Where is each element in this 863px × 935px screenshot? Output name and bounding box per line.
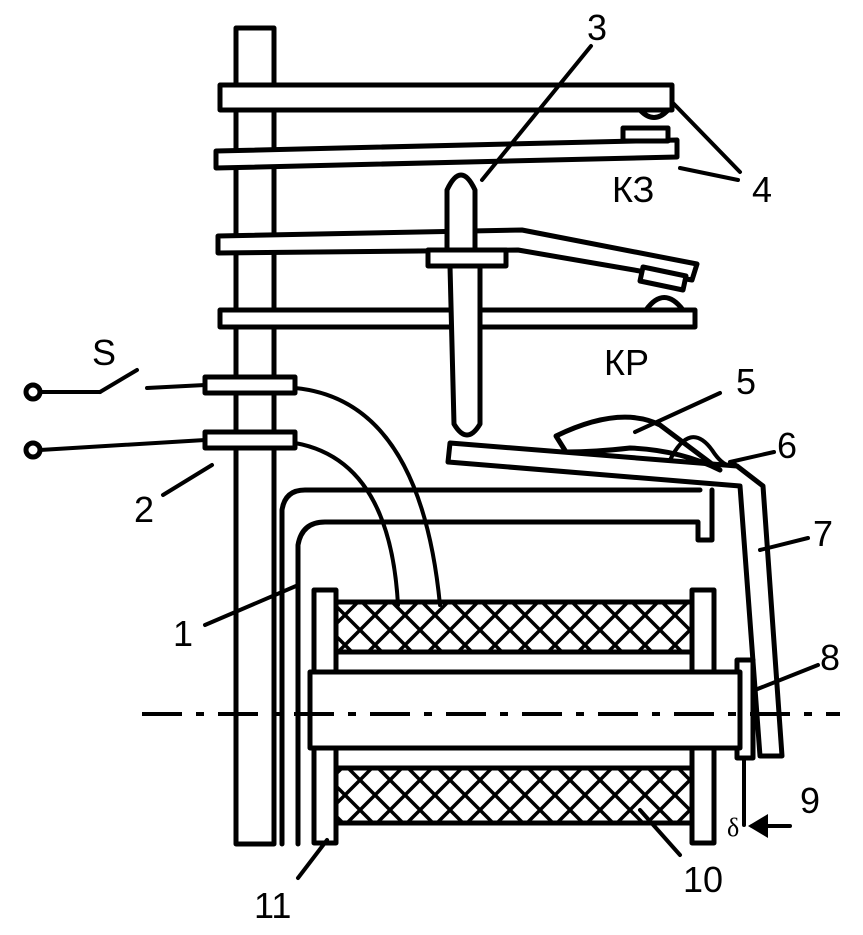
label-8: 8: [820, 637, 840, 678]
leader-7: [758, 536, 810, 552]
kz-contact-pad: [620, 125, 671, 144]
switch-s: [23, 368, 207, 460]
kr-contact-pad: [637, 264, 689, 293]
label-11: 11: [254, 885, 291, 926]
label-kr: КР: [604, 342, 649, 383]
switch-blade: [98, 368, 139, 394]
supply-terminal-upper: [23, 382, 43, 402]
label-6: 6: [777, 425, 797, 466]
label-kz: КЗ: [612, 169, 654, 210]
label-s: S: [92, 332, 116, 373]
pusher-rod: [425, 172, 509, 438]
spring-5: [553, 414, 723, 473]
yoke-inner: [295, 487, 715, 847]
lower-sleeve: [333, 745, 695, 771]
upper-fixed-spring: [217, 82, 675, 113]
label-3: 3: [587, 7, 607, 48]
label-5: 5: [736, 361, 756, 402]
leader-5: [633, 391, 722, 434]
upper-contact-dome: [637, 107, 671, 120]
gap-arrow: [748, 814, 792, 838]
core: [307, 669, 743, 751]
lower-winding: [333, 765, 695, 826]
supply-terminal-lower: [23, 440, 43, 460]
leader-8: [753, 663, 820, 692]
armature: [445, 440, 785, 759]
label-9: 9: [800, 780, 820, 821]
leader-3: [480, 44, 593, 182]
kr-moving-spring: [215, 227, 700, 283]
upper-winding: [333, 599, 695, 655]
leader-6: [728, 450, 776, 464]
leader-2: [161, 463, 214, 497]
leader-1: [203, 584, 298, 627]
spring-loop-6: [668, 435, 737, 468]
coil: [307, 587, 743, 846]
terminal-lower: [202, 429, 298, 451]
label-delta: δ: [727, 813, 739, 842]
contact-springs: [213, 82, 700, 330]
coil-lead-upper: [293, 386, 442, 607]
yoke-outer: [279, 487, 703, 847]
armature-plate: [445, 440, 785, 759]
leader-4b: [678, 166, 740, 182]
label-2: 2: [134, 489, 154, 530]
label-1: 1: [173, 613, 193, 654]
coil-lead-lower: [293, 441, 400, 607]
leader-10: [638, 808, 682, 857]
label-4: 4: [752, 169, 772, 210]
leader-lines: [161, 44, 820, 880]
pusher-upper: [444, 172, 478, 258]
label-7: 7: [813, 513, 833, 554]
return-spring: [553, 414, 737, 473]
leader-11: [296, 838, 329, 880]
upper-sleeve: [333, 649, 695, 675]
yoke: [279, 487, 715, 847]
labels: 3 4 КЗ КР S 5 6 7 8 9 δ 1 2 10 11: [92, 7, 840, 926]
label-10: 10: [683, 859, 723, 900]
terminal-upper: [202, 374, 298, 396]
leader-4a: [670, 100, 742, 174]
arrow-head: [748, 814, 768, 838]
kz-moving-spring: [213, 137, 680, 171]
pusher-lower: [447, 263, 483, 438]
